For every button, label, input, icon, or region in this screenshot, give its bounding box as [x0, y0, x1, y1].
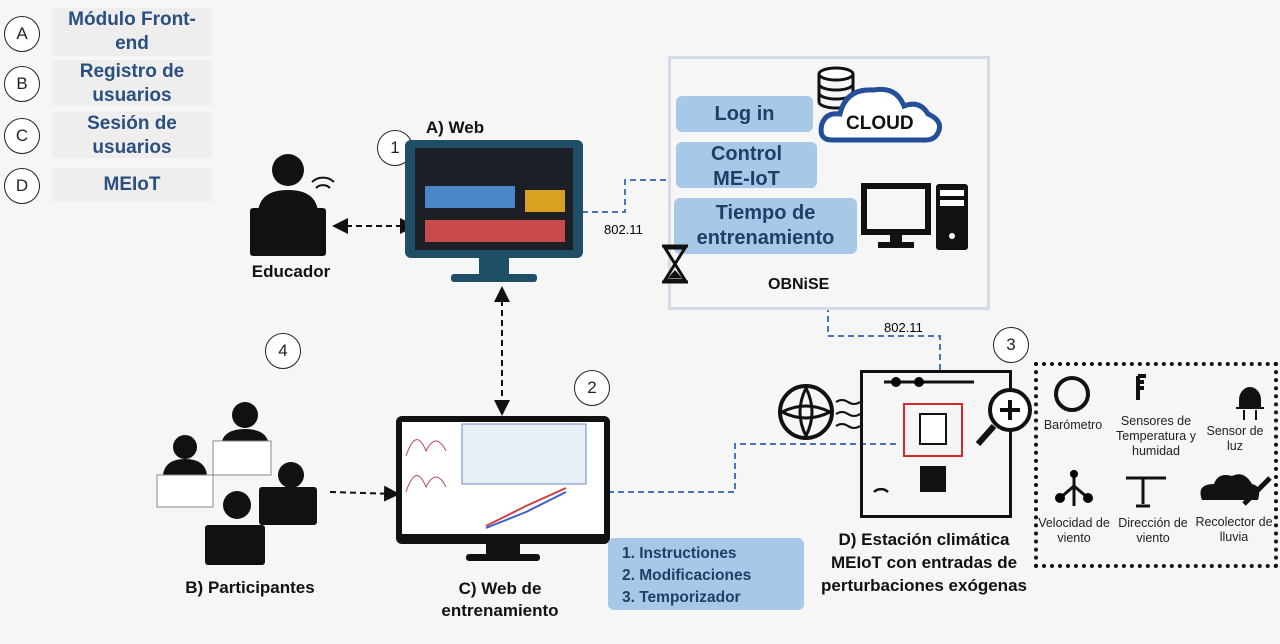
legend-letter-c: C	[4, 118, 40, 154]
participants-label: B) Participantes	[185, 578, 315, 597]
web-title: A) Web	[425, 118, 485, 137]
cloud-database-icon	[817, 66, 943, 143]
light-sensor-icon	[1236, 387, 1264, 420]
educator-label: Educador	[251, 262, 331, 281]
legend-letter-b: B	[4, 66, 40, 102]
sensor-wind-speed: Velocidad de viento	[1038, 516, 1110, 545]
legend-item-d: MEIoT	[52, 168, 212, 202]
rain-gauge-icon	[1200, 474, 1260, 500]
sensors-panel	[1034, 362, 1278, 568]
participants-icon	[156, 402, 317, 565]
wind-vane-icon	[1126, 476, 1166, 508]
barometer-icon	[1054, 376, 1090, 412]
control-meiot-box: Control ME-IoT	[676, 142, 817, 190]
training-time-box: Tiempo de entrenamiento	[674, 198, 857, 254]
station-label: D) Estación climática MEIoT con entradas…	[821, 530, 1027, 595]
hourglass-icon	[662, 244, 688, 284]
step-4: 4	[265, 333, 301, 369]
protocol-label-1: 802.11	[604, 222, 643, 237]
legend-item-a: Módulo Front-end	[52, 8, 212, 56]
training-monitor-icon	[396, 416, 610, 561]
legend-letter-a: A	[4, 16, 40, 52]
feature-instructions: 1. Instructiones	[622, 545, 737, 562]
step-3: 3	[993, 327, 1029, 363]
sensor-icons	[1054, 374, 1272, 508]
step-2: 2	[574, 370, 610, 406]
sensor-temperature-humidity: Sensores de Temperatura y humidad	[1116, 414, 1196, 458]
cloud-label: CLOUD	[846, 113, 914, 134]
obnise-title: OBNiSE	[768, 276, 830, 293]
legend-item-b: Registro de usuarios	[52, 60, 212, 106]
sensor-light: Sensor de luz	[1206, 424, 1264, 453]
sensor-barometer: Barómetro	[1043, 418, 1103, 432]
training-web-label: C) Web de entrenamiento	[441, 579, 559, 620]
station-icons	[778, 377, 1032, 493]
sensor-wind-direction: Dirección de viento	[1118, 516, 1188, 545]
protocol-label-2: 802.11	[884, 320, 923, 335]
monitor-icon	[405, 140, 583, 282]
feature-timer: 3. Temporizador	[622, 589, 741, 606]
login-box: Log in	[676, 96, 813, 132]
legend-letter-d: D	[4, 168, 40, 204]
thermometer-icon	[1136, 374, 1146, 400]
sensor-rain-collector: Recolector de lluvia	[1195, 515, 1273, 544]
feature-modifications: 2. Modificaciones	[622, 567, 752, 584]
training-features-box: 1. Instructiones 2. Modificaciones 3. Te…	[608, 538, 804, 610]
educator-icon	[250, 154, 335, 256]
legend-item-c: Sesión de usuarios	[52, 112, 212, 158]
station-box	[860, 370, 1012, 518]
desktop-computer-icon	[861, 183, 968, 250]
